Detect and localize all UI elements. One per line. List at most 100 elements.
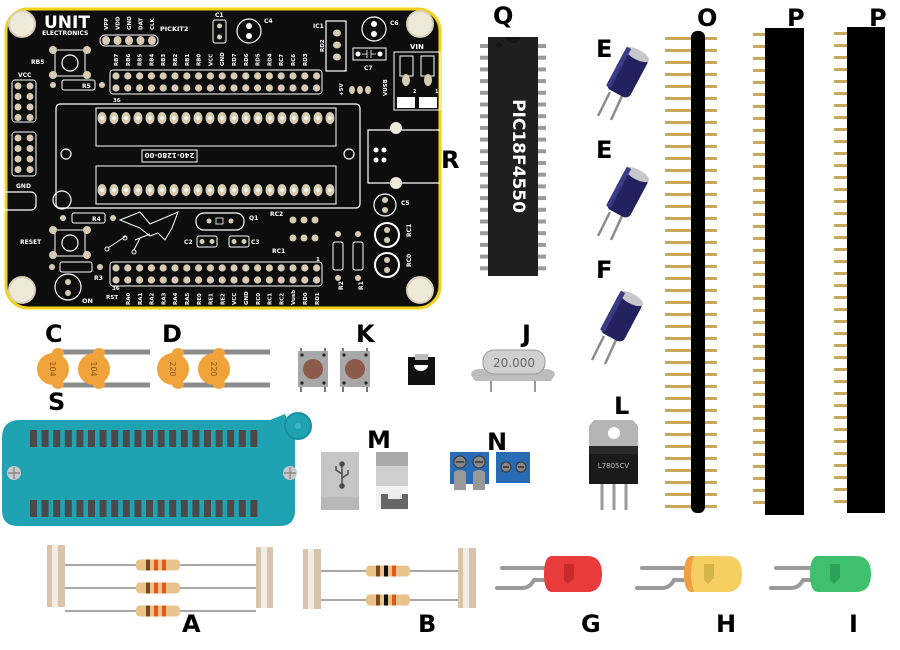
label-n: N — [487, 428, 508, 456]
rst-label: RST — [106, 295, 118, 301]
bottom-header-pin-label: RA2 — [150, 293, 156, 305]
jumper-shunt — [408, 354, 435, 385]
r5-label: R5 — [82, 83, 91, 90]
c3-label: C3 — [251, 239, 260, 246]
label-r: R — [441, 146, 460, 174]
voltage-regulator: L7805CV — [589, 420, 638, 510]
top-header-pin-label: RC7 — [279, 54, 285, 66]
bottom-header-pin-label: RC1 — [268, 293, 274, 305]
label-k: K — [356, 320, 375, 348]
bottom-header-pin-label: VCC — [232, 293, 238, 305]
bottom-header-pin-label: RA0 — [126, 293, 132, 305]
r4-footprint — [71, 212, 106, 224]
vusb-jumper — [349, 86, 371, 94]
r3-label: R3 — [94, 275, 103, 282]
push-button-k2 — [340, 348, 370, 392]
top-header-pin-label: RC6 — [291, 54, 297, 66]
bottom-pin-header — [109, 261, 323, 287]
pickit-pad — [125, 36, 133, 45]
rc1-led-footprint — [374, 222, 400, 248]
rb5-button — [61, 54, 79, 72]
socket-row-bottom-outline — [95, 165, 337, 205]
pickit-pin-label: VDD — [116, 16, 122, 30]
c2-label: C2 — [184, 239, 193, 246]
led-yellow — [635, 556, 742, 592]
rc1-label: RC1 — [272, 248, 285, 255]
usb-plug-artwork — [104, 211, 179, 255]
label-f: F — [596, 256, 613, 284]
brand-subtext: ELECTRONICS — [42, 30, 88, 37]
male-header-o — [691, 31, 705, 513]
usb-connector-outline — [367, 129, 440, 184]
female-header-p1 — [765, 28, 804, 515]
socket-code-box — [141, 149, 198, 163]
microcontroller-chip: PIC18F4550 — [480, 37, 546, 276]
pin36-bottom-label: 36 — [112, 286, 120, 292]
label-e2: E — [596, 136, 613, 164]
ic1-footprint — [325, 20, 347, 72]
c4-footprint — [236, 18, 262, 44]
bottom-header-pin-label: RD0 — [303, 292, 309, 305]
pin1-label: 1 — [316, 257, 320, 263]
resistors-b — [303, 548, 476, 609]
bottom-header-pin-label: RC2 — [279, 293, 285, 305]
ceramic-capacitors: 104 104 220 220 — [37, 348, 270, 389]
r1-footprint — [352, 241, 364, 271]
vin-label: VIN — [410, 43, 424, 51]
resistors-a — [47, 545, 273, 617]
gnd-label: GND — [16, 183, 31, 190]
ceramic-capacitor-c: 104 104 — [37, 348, 150, 389]
vcc-label: VCC — [18, 72, 32, 79]
bottom-header-pin-label: RA1 — [138, 293, 144, 305]
terminal-block-small — [496, 452, 530, 483]
pickit-pin-label: VPP — [104, 18, 110, 30]
cap-d2-code: 220 — [209, 361, 218, 376]
socket-hole-right — [343, 148, 355, 160]
crystal-oscillator-j: 20.000 — [471, 349, 555, 392]
label-g: G — [581, 610, 601, 638]
led-green — [769, 556, 871, 592]
pickit-header — [99, 34, 159, 47]
rb5-button-outline — [54, 49, 86, 77]
chip-label: PIC18F4550 — [508, 99, 528, 213]
pickit-pin-label: GND — [127, 16, 133, 30]
brand-text: UNIT — [44, 13, 90, 33]
electrolytic-capacitor-e2 — [596, 166, 650, 241]
top-header-pin-label: RB0 — [197, 54, 203, 66]
crystal-frequency: 20.000 — [493, 356, 535, 370]
power-side-header — [11, 79, 37, 177]
reset-label: RESET — [20, 239, 42, 246]
cap-c2-code: 104 — [89, 361, 98, 376]
pickit-pin-label: DAT — [139, 18, 145, 30]
top-header-pin-label: VCC — [208, 54, 214, 66]
label-p2: P — [869, 4, 887, 32]
vin-pin1-label: 1 — [435, 89, 439, 95]
bottom-header-pin-label: RA3 — [161, 293, 167, 305]
zif-screw-right — [283, 466, 297, 480]
regulator-label: L7805CV — [598, 462, 630, 470]
top-header-pin-label: RB4 — [149, 54, 155, 66]
pickit-pad — [113, 36, 122, 45]
c7-footprint — [352, 47, 387, 61]
pickit-label: PICKIT2 — [160, 25, 188, 33]
plus5v-label: +5V — [339, 83, 345, 96]
label-m: M — [367, 426, 391, 454]
rc0-led-label: RC0 — [406, 254, 413, 267]
electrolytic-capacitor-f — [590, 290, 644, 365]
on-led-footprint — [54, 273, 82, 301]
top-header-pin-label: RD6 — [244, 53, 250, 66]
label-a: A — [182, 610, 201, 638]
top-header-pin-label: GND — [220, 52, 226, 66]
label-i: I — [849, 610, 858, 638]
rc-jumpers — [289, 216, 319, 242]
vin-pin2-label: 2 — [413, 89, 417, 95]
female-header-p2 — [847, 27, 885, 513]
c6-label: C6 — [390, 20, 399, 27]
label-h: H — [716, 610, 737, 638]
pickit-pad — [136, 36, 145, 45]
top-header-pin-label: RB2 — [173, 54, 179, 66]
small-components: 20.000 — [298, 348, 555, 392]
rb5-label: RB5 — [31, 59, 44, 66]
bottom-header-pin-label: RE2 — [220, 293, 226, 305]
